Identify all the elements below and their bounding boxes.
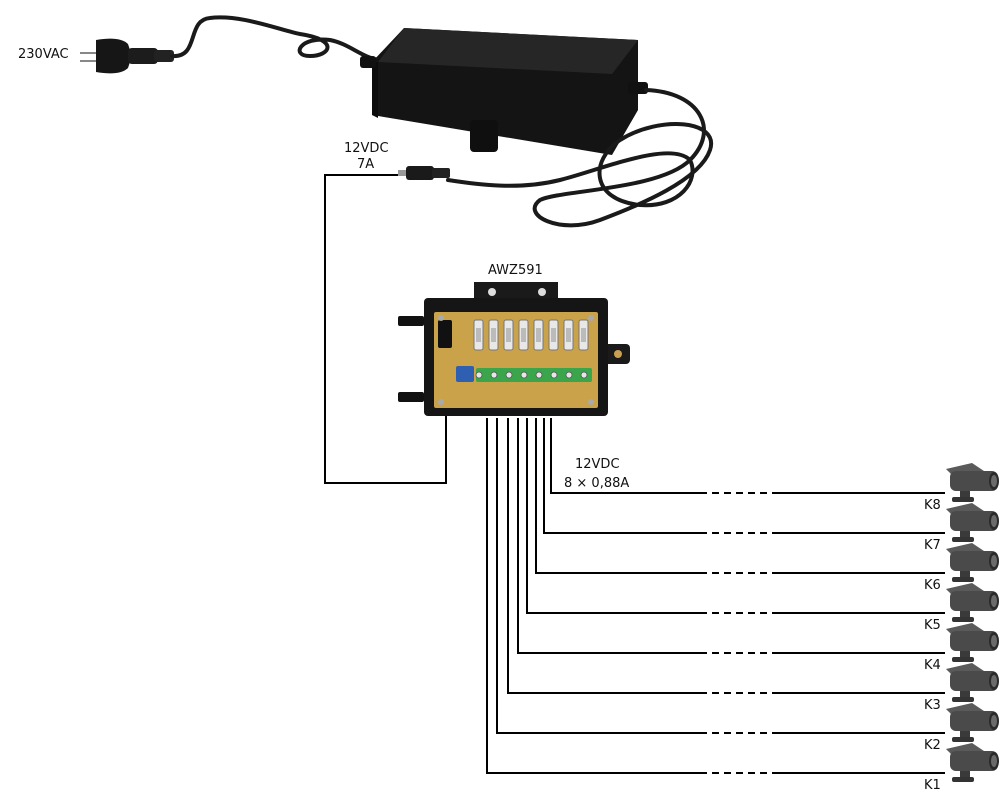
terminal-screw [580, 371, 588, 379]
terminal-screw [505, 371, 513, 379]
camera-icon [946, 583, 999, 622]
channel-k3: K3 [507, 418, 999, 713]
camera-icon [946, 743, 999, 782]
channel-k2: K2 [496, 418, 999, 753]
output-voltage-label: 12VDC [575, 457, 620, 472]
camera-icon [946, 703, 999, 742]
fuse-icon [578, 319, 589, 351]
psu-output-current-label: 7A [357, 157, 374, 172]
channel-label: K5 [924, 618, 941, 633]
fuse-icon [488, 319, 499, 351]
fuse-icon [563, 319, 574, 351]
channel-k6: K6 [535, 418, 999, 593]
output-wire [526, 418, 700, 614]
camera-icon [946, 463, 999, 502]
channel-label: K2 [924, 738, 941, 753]
output-wire [486, 418, 700, 774]
mains-voltage-label: 230VAC [18, 47, 69, 62]
channel-label: K3 [924, 698, 941, 713]
power-supply-unit [360, 28, 648, 155]
channel-label: K4 [924, 658, 941, 673]
channel-k1: K1 [486, 418, 999, 793]
output-wire [507, 418, 700, 694]
terminal-screw [565, 371, 573, 379]
fuse-icon [533, 319, 544, 351]
channel-label: K6 [924, 578, 941, 593]
fuse-icon [473, 319, 484, 351]
dc-output-cable [446, 88, 714, 228]
camera-icon [946, 503, 999, 542]
camera-icon [946, 543, 999, 582]
output-wire [517, 418, 700, 654]
channel-label: K1 [924, 778, 941, 793]
supply-input-wire [324, 174, 447, 484]
module-title: AWZ591 [488, 263, 543, 278]
dc-plug-icon [398, 166, 450, 180]
channel-label: K8 [924, 498, 941, 513]
terminal-screw [550, 371, 558, 379]
channel-label: K7 [924, 538, 941, 553]
awz591-module [398, 282, 630, 416]
channel-k5: K5 [526, 418, 999, 633]
camera-icon [946, 663, 999, 702]
mains-cable [170, 15, 382, 62]
fuse-icon [548, 319, 559, 351]
output-wire [496, 418, 700, 734]
terminal-screw [520, 371, 528, 379]
fuse-icon [503, 319, 514, 351]
terminal-screw [475, 371, 483, 379]
camera-icon [946, 623, 999, 662]
fuse-icon [518, 319, 529, 351]
channel-k4: K4 [517, 418, 999, 673]
output-wire [535, 418, 700, 574]
output-current-label: 8 × 0,88A [564, 476, 629, 491]
terminal-screw [535, 371, 543, 379]
terminal-screw [490, 371, 498, 379]
output-wire [550, 418, 700, 494]
output-wire [543, 418, 700, 534]
mains-plug-icon [80, 38, 174, 74]
psu-output-voltage-label: 12VDC [344, 141, 389, 156]
channel-k8: K8 [550, 418, 999, 513]
channel-k7: K7 [543, 418, 999, 553]
